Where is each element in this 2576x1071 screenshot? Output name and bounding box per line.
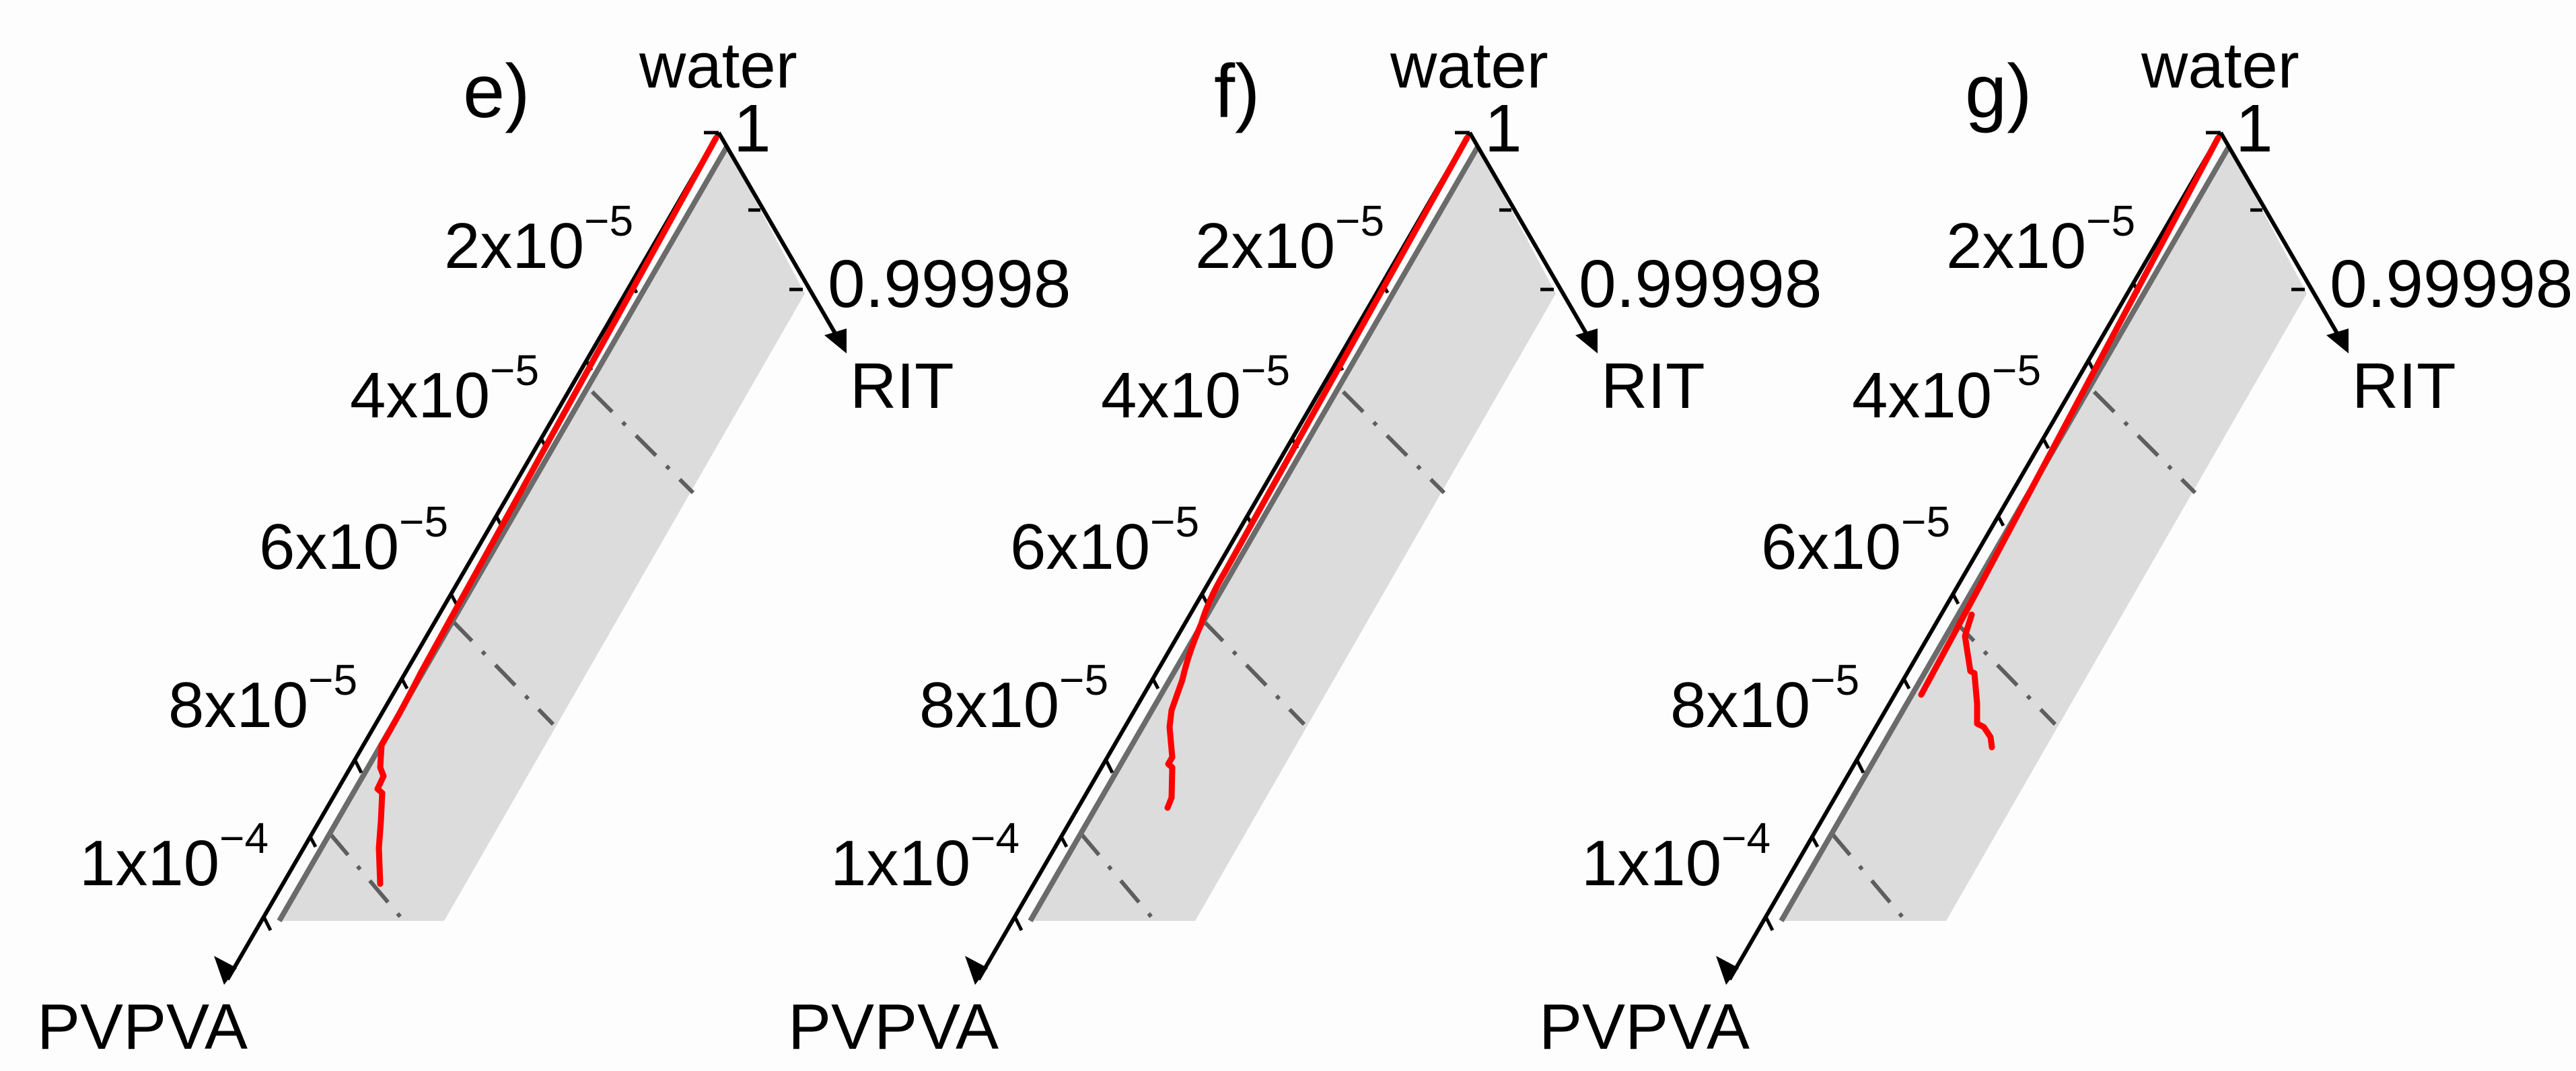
rit-axis-label: RIT [2352,350,2456,422]
apex-value: 1 [734,91,771,166]
pvpva-arrowhead-icon [965,956,988,985]
panel-label: g) [1965,49,2032,133]
pvpva-tick [1013,915,1024,932]
pvpva-axis-label: PVPVA [37,991,248,1063]
pvpva-tick-label: 6x10−5 [1761,497,1950,583]
tie-line [450,619,555,726]
rit-axis [717,131,845,347]
pvpva-tick [1902,677,1911,690]
pvpva-tick-label: 1x10−4 [79,814,269,899]
rit-arrowhead-icon [824,329,847,353]
pvpva-tick [353,758,363,774]
rit-tick-label: 0.99998 [2330,246,2573,322]
panel-g: g) water 1 0.99998 RIT PVPVA 2x10−5 4x10… [1539,30,2573,1063]
pvpva-tick [2041,437,2050,450]
pvpva-tick-label: 4x10−5 [350,346,539,431]
panel-e: e) water 1 0.99998 RIT PVPVA 2x10−5 4x10… [37,30,1071,1063]
binodal-line [277,145,729,923]
pvpva-tick-label: 8x10−5 [1670,656,1859,741]
pvpva-axis-label: PVPVA [1539,991,1750,1063]
composition-path-branch [1962,611,1995,751]
pvpva-tick [400,677,409,690]
rit-arrowhead-icon [1575,329,1598,353]
tie-line [1201,619,1306,726]
pvpva-tick [1855,758,1865,774]
pvpva-tick [449,592,458,605]
pvpva-tick-label: 4x10−5 [1852,346,2041,431]
rit-axis [1468,131,1596,347]
two-phase-region [1030,147,1556,921]
apex-label-water: water [2141,30,2299,102]
tie-line [1952,619,2057,726]
pvpva-tick [1151,677,1160,690]
composition-path [1164,135,1470,811]
pvpva-tick-label: 2x10−5 [444,197,633,282]
rit-axis [2219,131,2347,347]
pvpva-tick-label: 2x10−5 [1946,197,2135,282]
pvpva-tick-label: 4x10−5 [1101,346,1290,431]
apex-value: 1 [1484,91,1522,166]
apex-label-water: water [639,30,797,102]
tie-line [328,832,406,922]
pvpva-tick [1951,592,1960,605]
pvpva-tick-label: 8x10−5 [168,656,357,741]
panel-label: f) [1214,49,1260,133]
composition-path [374,135,719,887]
pvpva-tick [308,835,318,848]
pvpva-tick [1810,835,1820,848]
rit-tick-label: 0.99998 [1579,246,1822,322]
pvpva-tick-label: 1x10−4 [830,814,1019,899]
pvpva-tick-label: 6x10−5 [259,497,448,583]
pvpva-tick [262,915,273,932]
pvpva-tick-label: 6x10−5 [1010,497,1199,583]
two-phase-region [1781,147,2307,921]
composition-path [1918,135,2221,698]
pvpva-tick-label: 1x10−4 [1581,814,1770,899]
pvpva-arrowhead-icon [214,956,237,985]
tie-line [590,390,695,495]
binodal-line [1028,145,1480,923]
pvpva-tick [1104,758,1114,774]
pvpva-tick [1996,514,2005,527]
two-phase-region [279,147,805,921]
tie-line [1341,390,1446,495]
rit-axis-label: RIT [1601,350,1705,422]
tie-line [1079,832,1157,922]
rit-arrowhead-icon [2326,329,2349,353]
apex-label-water: water [1390,30,1548,102]
tie-line [2092,390,2197,495]
pvpva-tick [1764,915,1775,932]
pvpva-tick-label: 2x10−5 [1195,197,1384,282]
tie-line [1830,832,1908,922]
pvpva-axis-label: PVPVA [788,991,999,1063]
panel-f: f) water 1 0.99998 RIT PVPVA 2x10−5 4x10… [788,30,1822,1063]
pvpva-tick [1059,835,1069,848]
rit-axis-label: RIT [850,350,954,422]
rit-tick-label: 0.99998 [828,246,1071,322]
panel-label: e) [463,49,530,133]
apex-value: 1 [2235,91,2273,166]
pvpva-tick-label: 8x10−5 [919,656,1108,741]
pvpva-arrowhead-icon [1716,956,1739,985]
